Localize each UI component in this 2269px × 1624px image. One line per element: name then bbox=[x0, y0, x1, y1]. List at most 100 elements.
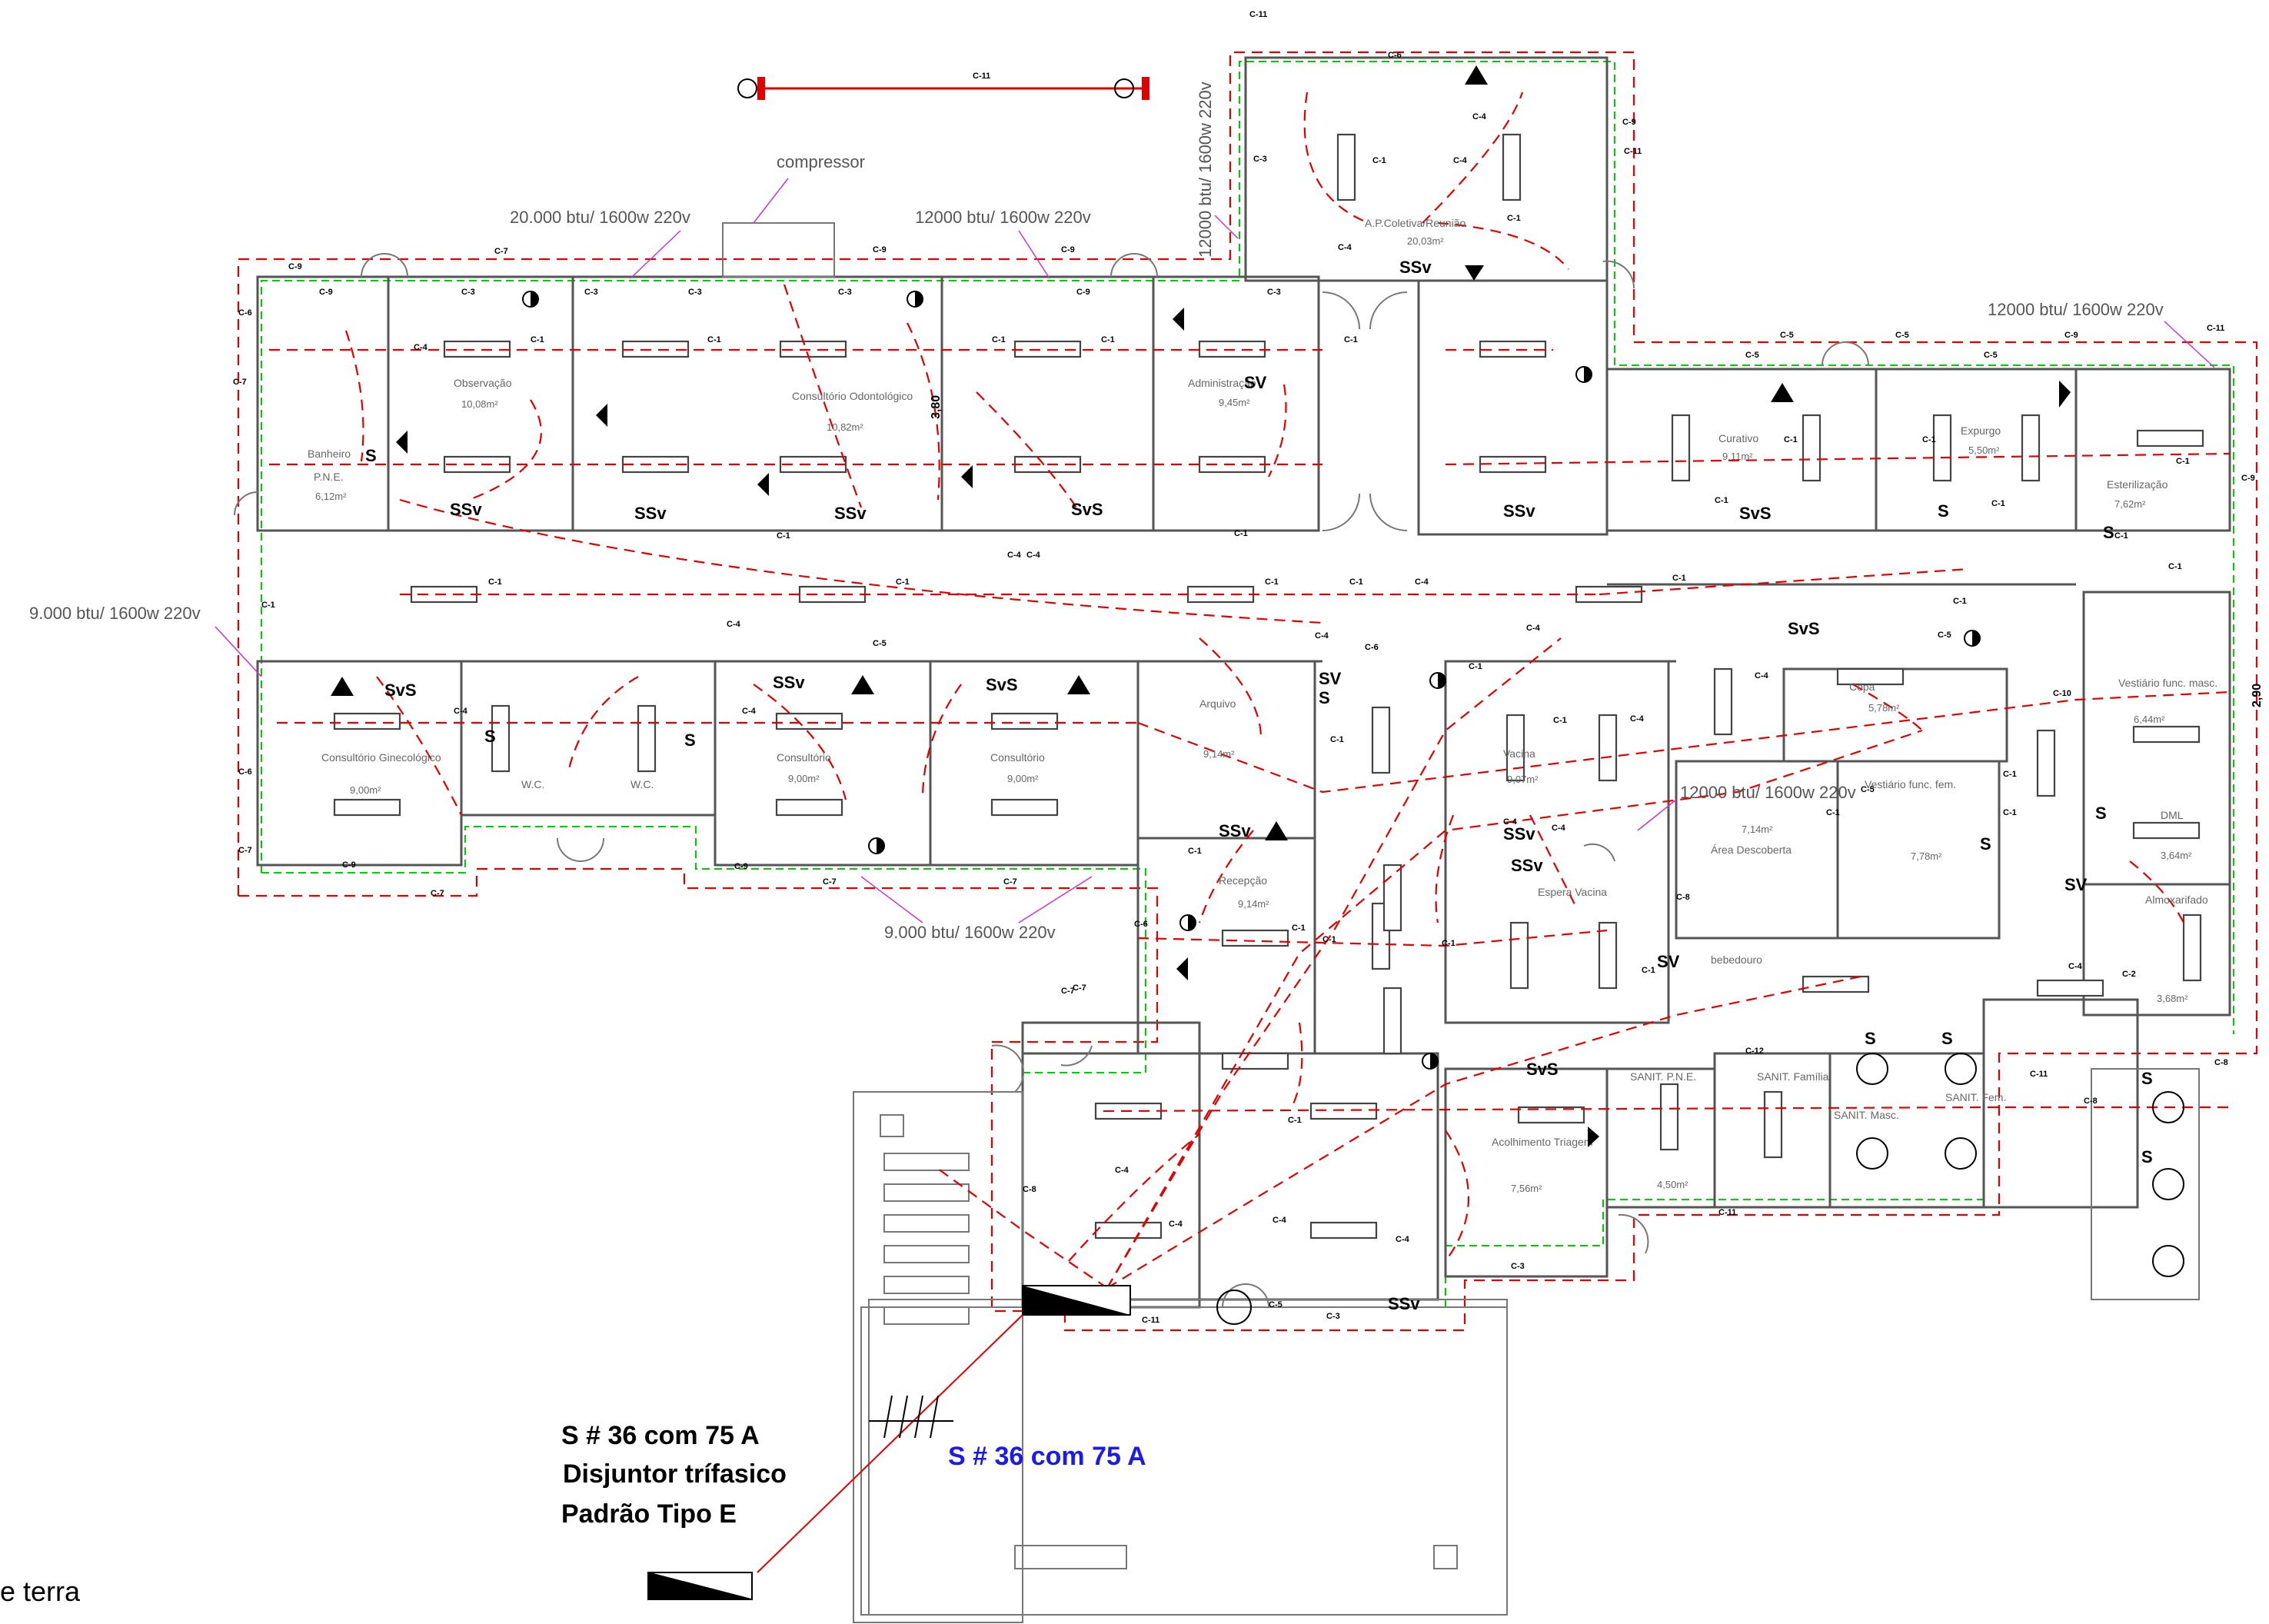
room-sanit-masc: SANIT. Masc. bbox=[1834, 1109, 1899, 1121]
room-consultorio-2: Consultório bbox=[990, 751, 1045, 764]
room-almoxarifado: Almoxarifado bbox=[2145, 894, 2208, 906]
circuit-tag: C-1 bbox=[531, 335, 544, 344]
hydrant-icon bbox=[2152, 1245, 2184, 1277]
room-observacao: Observação bbox=[454, 377, 512, 389]
room-almoxarifado-area: 3,68m² bbox=[2157, 993, 2188, 1004]
breaker-label: Disjuntor trífasico bbox=[563, 1459, 787, 1489]
ac-20000-label: 20.000 btu/ 1600w 220v bbox=[510, 208, 690, 227]
room-sanit-pne-area: 4,50m² bbox=[1657, 1179, 1688, 1190]
circuit-tags: C-11 C-11 C-6 C-4 C-3 C-1 C-4 C-4 C-1 C-… bbox=[233, 10, 2255, 1325]
switch: SvS bbox=[986, 675, 1018, 694]
ac-12000-vertical-label: 12000 btu/ 1600w 220v bbox=[1196, 82, 1215, 258]
triangle-outlet-icon bbox=[596, 404, 607, 427]
room-bebedouro: bebedouro bbox=[1711, 953, 1762, 966]
room-acolhimento-area: 7,56m² bbox=[1511, 1183, 1542, 1194]
room-odontologico: Consultório Odontológico bbox=[792, 390, 913, 402]
circuit-tag: C-1 bbox=[1265, 577, 1279, 587]
circuit-tag: C-6 bbox=[238, 767, 252, 777]
triangle-outlet-icon bbox=[757, 473, 769, 496]
circuit-tag: C-9 bbox=[1622, 118, 1636, 127]
switch: SSv bbox=[1511, 856, 1543, 875]
switch: SSv bbox=[1219, 821, 1251, 840]
room-administracao-area: 9,45m² bbox=[1219, 397, 1250, 408]
room-ginecologico: Consultório Ginecológico bbox=[321, 751, 441, 764]
triangle-outlet-icon bbox=[2059, 381, 2071, 408]
circuit-tag: C-1 bbox=[1188, 847, 1202, 856]
switch: SSv bbox=[450, 500, 482, 519]
room-arquivo-area: 9,14m² bbox=[1203, 748, 1235, 760]
ac-12000-mid-label: 12000 btu/ 1600w 220v bbox=[1680, 783, 1856, 802]
circuit-tag: C-4 bbox=[1273, 1216, 1287, 1225]
circuit-tag: C-5 bbox=[1895, 331, 1909, 340]
circuit-tag: C-9 bbox=[2241, 474, 2255, 483]
switch: S bbox=[1319, 688, 1330, 707]
circuit-tag: C-5 bbox=[1745, 351, 1759, 360]
room-reuniao: A.P.Coletiva/Reunião bbox=[1365, 217, 1466, 229]
room-wc-1: W.C. bbox=[521, 778, 544, 790]
switch: SSv bbox=[1388, 1294, 1420, 1313]
ground-rod-icon bbox=[869, 1395, 953, 1439]
circuit-tag: C-1 bbox=[1991, 499, 2005, 508]
switch: SV bbox=[1244, 373, 1267, 392]
circuit-tag: C-1 bbox=[2114, 531, 2128, 541]
circuit-tag: C-11 bbox=[973, 72, 990, 81]
circuit-tag: C-9 bbox=[288, 262, 302, 271]
circuit-tag: C-1 bbox=[896, 577, 910, 587]
triangle-outlet-icon bbox=[1771, 383, 1794, 402]
circuit-tag: C-5 bbox=[873, 639, 887, 648]
triangle-outlet-icon bbox=[331, 677, 354, 696]
switch: SvS bbox=[384, 681, 417, 700]
circuit-tag: C-3 bbox=[1267, 288, 1281, 297]
circuit-tag: C-4 bbox=[1026, 551, 1041, 560]
switch: SSv bbox=[634, 504, 667, 523]
circuit-tag: C-3 bbox=[1253, 155, 1267, 164]
triangle-outlet-icon bbox=[1176, 957, 1188, 980]
circuit-tag: C-2 bbox=[2122, 970, 2136, 979]
outlet-icon bbox=[1575, 366, 1592, 383]
circuit-tag: C-5 bbox=[1984, 351, 1998, 360]
circuit-tag: C-8 bbox=[2084, 1097, 2098, 1106]
switch: S bbox=[1938, 501, 1949, 521]
triangle-outlet-icon bbox=[1588, 1126, 1599, 1147]
ac-9000-left-label: 9.000 btu/ 1600w 220v bbox=[29, 604, 201, 623]
circuit-tag: C-4 bbox=[1453, 156, 1468, 165]
circuit-tag: C-1 bbox=[1784, 435, 1798, 444]
circuit-tag: C-11 bbox=[2030, 1070, 2048, 1079]
circuit-tag: C-1 bbox=[1344, 335, 1358, 344]
circuit-tag: C-5 bbox=[1938, 631, 1951, 640]
door-swing-icon bbox=[234, 491, 258, 516]
switch: SSv bbox=[773, 673, 805, 692]
triangle-outlet-icon bbox=[1465, 65, 1488, 85]
annotations: compressor 20.000 btu/ 1600w 220v 12000 … bbox=[29, 82, 2264, 942]
service-cable-blue-label: S # 36 com 75 A bbox=[948, 1442, 1146, 1471]
switch: SV bbox=[1319, 669, 1342, 688]
room-vestiario-fem-area: 7,78m² bbox=[1911, 850, 1942, 862]
door-swing-icon bbox=[991, 1044, 1025, 1093]
circuit-tag: C-11 bbox=[1142, 1316, 1159, 1325]
fixture-icon bbox=[1856, 1053, 1888, 1085]
circuit-tag: C-1 bbox=[1826, 808, 1840, 817]
circuit-tag: C-1 bbox=[1642, 966, 1655, 975]
circuit-tag: C-4 bbox=[1007, 551, 1022, 560]
room-wc-2: W.C. bbox=[630, 778, 654, 790]
room-area-descoberta: Área Descoberta bbox=[1711, 844, 1792, 856]
standard-label: Padrão Tipo E bbox=[561, 1499, 737, 1529]
circuit-tag: C-1 bbox=[1349, 577, 1363, 587]
circuit-tag: C-1 bbox=[2003, 770, 2017, 779]
circuit-tag: C-4 bbox=[454, 707, 468, 716]
room-dml-area: 3,64m² bbox=[2161, 850, 2192, 861]
circuit-tag: C-1 bbox=[1101, 335, 1115, 344]
circuit-tag: C-7 bbox=[494, 247, 508, 256]
door-swing-icon bbox=[1060, 1045, 1093, 1067]
circuit-tag: C-6 bbox=[238, 308, 252, 318]
perimeter-circuit-lower bbox=[238, 867, 2138, 1332]
room-copa: Copa bbox=[1849, 681, 1875, 693]
circuit-tag: C-4 bbox=[1630, 714, 1645, 724]
room-area-descoberta-area: 7,14m² bbox=[1742, 824, 1773, 835]
hydrant-icon bbox=[2152, 1091, 2184, 1123]
outlet-icon bbox=[1429, 672, 1446, 689]
circuit-tag: C-4 bbox=[1169, 1220, 1183, 1229]
switch: SvS bbox=[1788, 619, 1820, 638]
room-banheiro-sub: P.N.E. bbox=[314, 471, 344, 483]
